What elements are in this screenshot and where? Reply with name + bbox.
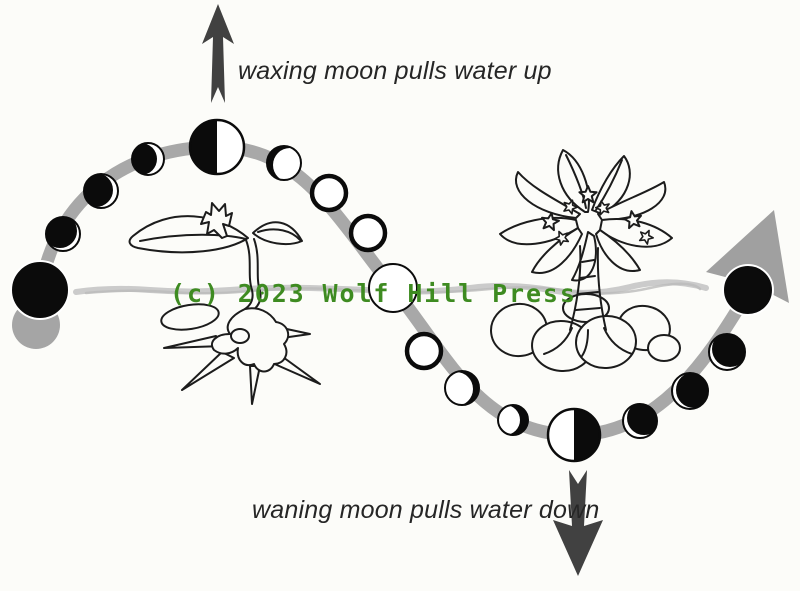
moon-full-moon <box>368 263 418 313</box>
moon-last-quarter <box>546 407 602 463</box>
waxing-label: waxing moon pulls water up <box>238 57 552 85</box>
moon-first-quarter <box>188 118 246 176</box>
moon-waning-crescent <box>671 372 709 410</box>
stone-pile <box>490 293 681 373</box>
moon-waxing-crescent <box>45 216 81 252</box>
moon-waning-crescent <box>622 403 658 439</box>
waning-down-arrow <box>553 470 603 576</box>
moon-waning-crescent <box>708 333 746 371</box>
moon-new-moon <box>722 264 774 316</box>
moon-waxing-gibbous <box>309 173 349 213</box>
seedling-sketch <box>128 202 321 405</box>
moon-waxing-crescent <box>83 173 119 209</box>
trunk <box>543 245 633 357</box>
moon-phases <box>10 118 774 463</box>
copyright-watermark: (c) 2023 Wolf Hill Press <box>170 279 577 308</box>
waning-label: waning moon pulls water down <box>252 496 600 524</box>
moon-waxing-crescent <box>131 142 165 176</box>
waxing-up-arrow <box>202 4 234 103</box>
flowering-plant-sketch <box>490 149 681 373</box>
moon-waning-gibbous <box>444 370 480 406</box>
moon-waning-gibbous <box>497 404 529 436</box>
moon-waxing-gibbous <box>266 145 302 181</box>
moon-waxing-gibbous <box>348 213 388 253</box>
moon-new-moon <box>10 260 70 320</box>
moon-waning-gibbous <box>404 331 444 371</box>
